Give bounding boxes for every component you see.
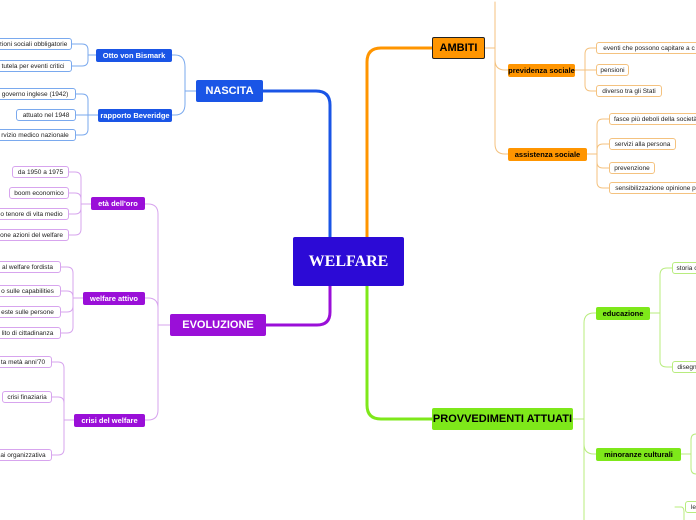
leaf-attivo-2[interactable]: o sulle capabilities <box>0 285 61 297</box>
leaf-attivo-1[interactable]: al welfare fordista <box>0 261 61 273</box>
branch-ambiti[interactable]: AMBITI <box>432 37 485 59</box>
leaf-otto-2[interactable]: tutela per eventi critici <box>0 60 72 72</box>
sub-minoranze-culturali[interactable]: minoranze culturali <box>596 448 681 461</box>
leaf-previdenza-2[interactable]: pensioni <box>596 64 629 76</box>
leaf-beveridge-1[interactable]: governo inglese (1942) <box>0 88 76 100</box>
leaf-eta-4[interactable]: one azioni del welfare <box>0 229 69 241</box>
leaf-crisi-3[interactable]: ai organizzativa <box>0 449 52 461</box>
leaf-crisi-2[interactable]: crisi finaziaria <box>2 391 52 403</box>
leaf-assistenza-1[interactable]: fasce più deboli della società <box>609 113 696 125</box>
branch-nascita[interactable]: NASCITA <box>196 80 263 102</box>
leaf-educazione-1[interactable]: storia c <box>672 262 696 274</box>
leaf-provvedimenti-other-1[interactable]: le <box>685 501 696 513</box>
sub-crisi-del-welfare[interactable]: crisi del welfare <box>74 414 145 427</box>
leaf-attivo-3[interactable]: este sulle persone <box>0 306 61 318</box>
leaf-eta-1[interactable]: da 1950 a 1975 <box>12 166 69 178</box>
branch-evoluzione[interactable]: EVOLUZIONE <box>170 314 266 336</box>
leaf-beveridge-3[interactable]: rvizio medico nazionale <box>0 129 76 141</box>
sub-rapporto-beveridge[interactable]: rapporto Beveridge <box>98 109 172 122</box>
leaf-previdenza-3[interactable]: diverso tra gli Stati <box>596 85 662 97</box>
sub-educazione[interactable]: educazione <box>596 307 650 320</box>
leaf-assistenza-3[interactable]: prevenzione <box>609 162 655 174</box>
leaf-previdenza-1[interactable]: eventi che possono capitare a c <box>596 42 696 54</box>
leaf-assistenza-2[interactable]: servizi alla persona <box>609 138 676 150</box>
leaf-eta-3[interactable]: o tenore di vita medio <box>0 208 69 220</box>
central-topic[interactable]: WELFARE <box>293 237 404 286</box>
sub-previdenza-sociale[interactable]: previdenza sociale <box>508 64 575 77</box>
sub-eta-dell-oro[interactable]: età dell'oro <box>91 197 145 210</box>
leaf-otto-1[interactable]: zioni sociali obbligatorie <box>0 38 72 50</box>
leaf-beveridge-2[interactable]: attuato nel 1948 <box>16 109 76 121</box>
sub-welfare-attivo[interactable]: welfare attivo <box>83 292 145 305</box>
leaf-educazione-2[interactable]: disegn <box>672 361 696 373</box>
leaf-eta-2[interactable]: boom economico <box>9 187 69 199</box>
sub-otto-von-bismark[interactable]: Otto von Bismark <box>96 49 172 62</box>
sub-assistenza-sociale[interactable]: assistenza sociale <box>508 148 587 161</box>
branch-provvedimenti-attuati[interactable]: PROVVEDIMENTI ATTUATI <box>432 408 573 430</box>
leaf-attivo-4[interactable]: lito di cittadinanza <box>0 327 61 339</box>
leaf-assistenza-4[interactable]: sensibilizzazione opinione p <box>609 182 696 194</box>
leaf-crisi-1[interactable]: ta metà anni'70 <box>0 356 52 368</box>
